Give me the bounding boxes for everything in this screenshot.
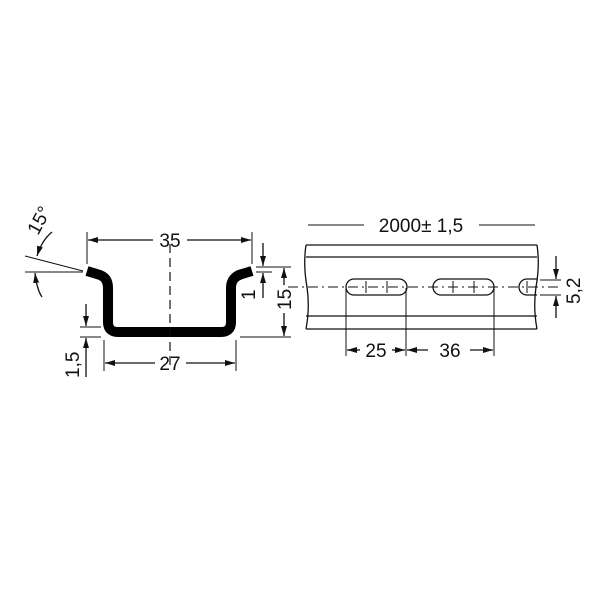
dimension-27: 27 — [103, 340, 237, 375]
dim-label-35: 35 — [159, 231, 180, 252]
dimension-35: 35 — [86, 231, 253, 264]
dimension-1-5: 1,5 — [63, 304, 101, 378]
slot-dimensions: 25 36 — [345, 288, 495, 362]
slot — [432, 278, 495, 296]
dimension-5-2: 5,2 — [540, 256, 585, 318]
slot — [345, 278, 408, 296]
dim-label-1-5: 1,5 — [63, 352, 84, 378]
rail-side — [288, 244, 560, 330]
dim-label-15: 15 — [275, 289, 296, 310]
dimension-angle: 15° — [24, 203, 84, 298]
dim-label-5-2: 5,2 — [564, 278, 585, 304]
dim-label-25: 25 — [365, 341, 386, 362]
dim-label-length: 2000± 1,5 — [379, 216, 463, 237]
profile-view: 35 27 1,5 15° — [24, 203, 296, 378]
dim-label-36: 36 — [439, 341, 460, 362]
dimension-1: 1 — [239, 243, 272, 300]
side-view: 2000± 1,5 25 — [288, 216, 585, 362]
dim-label-27: 27 — [159, 354, 180, 375]
dimension-15: 15 — [240, 266, 296, 338]
length-dimension: 2000± 1,5 — [308, 216, 535, 237]
slot-partial — [518, 278, 537, 296]
dim-label-1: 1 — [239, 289, 260, 300]
